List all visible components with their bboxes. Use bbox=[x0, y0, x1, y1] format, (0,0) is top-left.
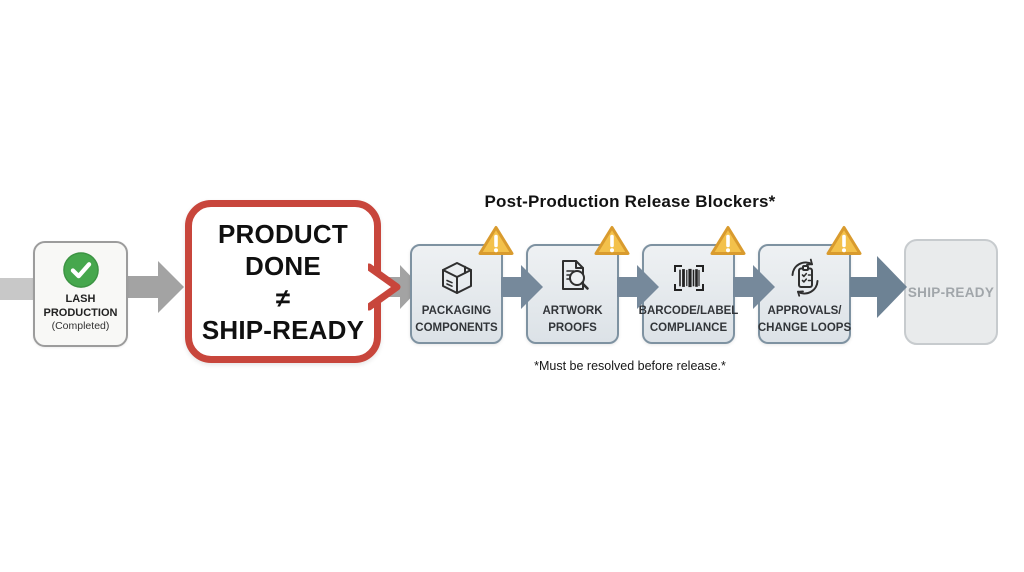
warning-triangle-icon bbox=[826, 226, 862, 255]
callout-product-done-not-ship-ready: PRODUCT DONE ≠ SHIP-READY bbox=[185, 200, 381, 363]
check-circle-icon bbox=[62, 252, 99, 288]
blocker-label-line2: COMPLIANCE bbox=[649, 322, 728, 334]
barcode-icon bbox=[673, 265, 704, 291]
approval-cycle-icon bbox=[791, 258, 818, 297]
blocker-label: ARTWORK PROOFS bbox=[542, 303, 602, 337]
start-node-status: (Completed) bbox=[51, 320, 110, 332]
warning-triangle-icon bbox=[594, 226, 630, 255]
blocker-label: BARCODE/LABEL COMPLIANCE bbox=[639, 303, 739, 337]
blocker-label: APPROVALS/ CHANGE LOOPS bbox=[758, 303, 851, 337]
callout-pointer bbox=[368, 263, 401, 311]
start-node-label-line2: PRODUCTION bbox=[43, 306, 118, 319]
start-node-label: LASH PRODUCTION (Completed) bbox=[44, 293, 118, 334]
warning-triangle-icon bbox=[478, 226, 514, 255]
blocker-label-line1: APPROVALS/ bbox=[767, 305, 842, 317]
slate-arrow-3 bbox=[733, 265, 775, 309]
slate-arrow-1 bbox=[501, 265, 543, 309]
slate-arrow-2 bbox=[617, 265, 659, 309]
gray-arrow-1 bbox=[128, 261, 184, 313]
flow-in-arrow-tail bbox=[0, 278, 35, 300]
warning-triangle-icon bbox=[710, 226, 746, 255]
blocker-packaging-components: PACKAGING COMPONENTS bbox=[410, 244, 503, 344]
slate-arrow-final bbox=[850, 256, 907, 318]
blockers-section-title: Post-Production Release Blockers* bbox=[484, 192, 776, 211]
package-icon bbox=[441, 262, 472, 294]
start-node-lash-production: LASH PRODUCTION (Completed) bbox=[33, 241, 128, 347]
end-node-ship-ready: SHIP-READY bbox=[904, 239, 998, 345]
blocker-label-line1: BARCODE/LABEL bbox=[638, 305, 739, 317]
blocker-label: PACKAGING COMPONENTS bbox=[415, 303, 497, 337]
end-node-label: SHIP-READY bbox=[907, 284, 995, 300]
blocker-label-line2: PROOFS bbox=[548, 322, 597, 334]
blocker-label-line1: ARTWORK bbox=[542, 305, 603, 317]
blocker-label-line2: COMPONENTS bbox=[415, 322, 498, 334]
callout-line4: SHIP-READY bbox=[201, 314, 365, 345]
artwork-proof-icon bbox=[561, 260, 589, 290]
blocker-label-line2: CHANGE LOOPS bbox=[757, 322, 852, 334]
callout-line2: DONE bbox=[245, 250, 321, 281]
callout-line1: PRODUCT bbox=[218, 218, 348, 249]
start-node-label-line1: LASH bbox=[65, 293, 96, 305]
blockers-footnote: *Must be resolved before release.* bbox=[534, 359, 726, 373]
blocker-label-line1: PACKAGING bbox=[421, 305, 492, 317]
callout-not-equal-sign: ≠ bbox=[275, 282, 291, 313]
